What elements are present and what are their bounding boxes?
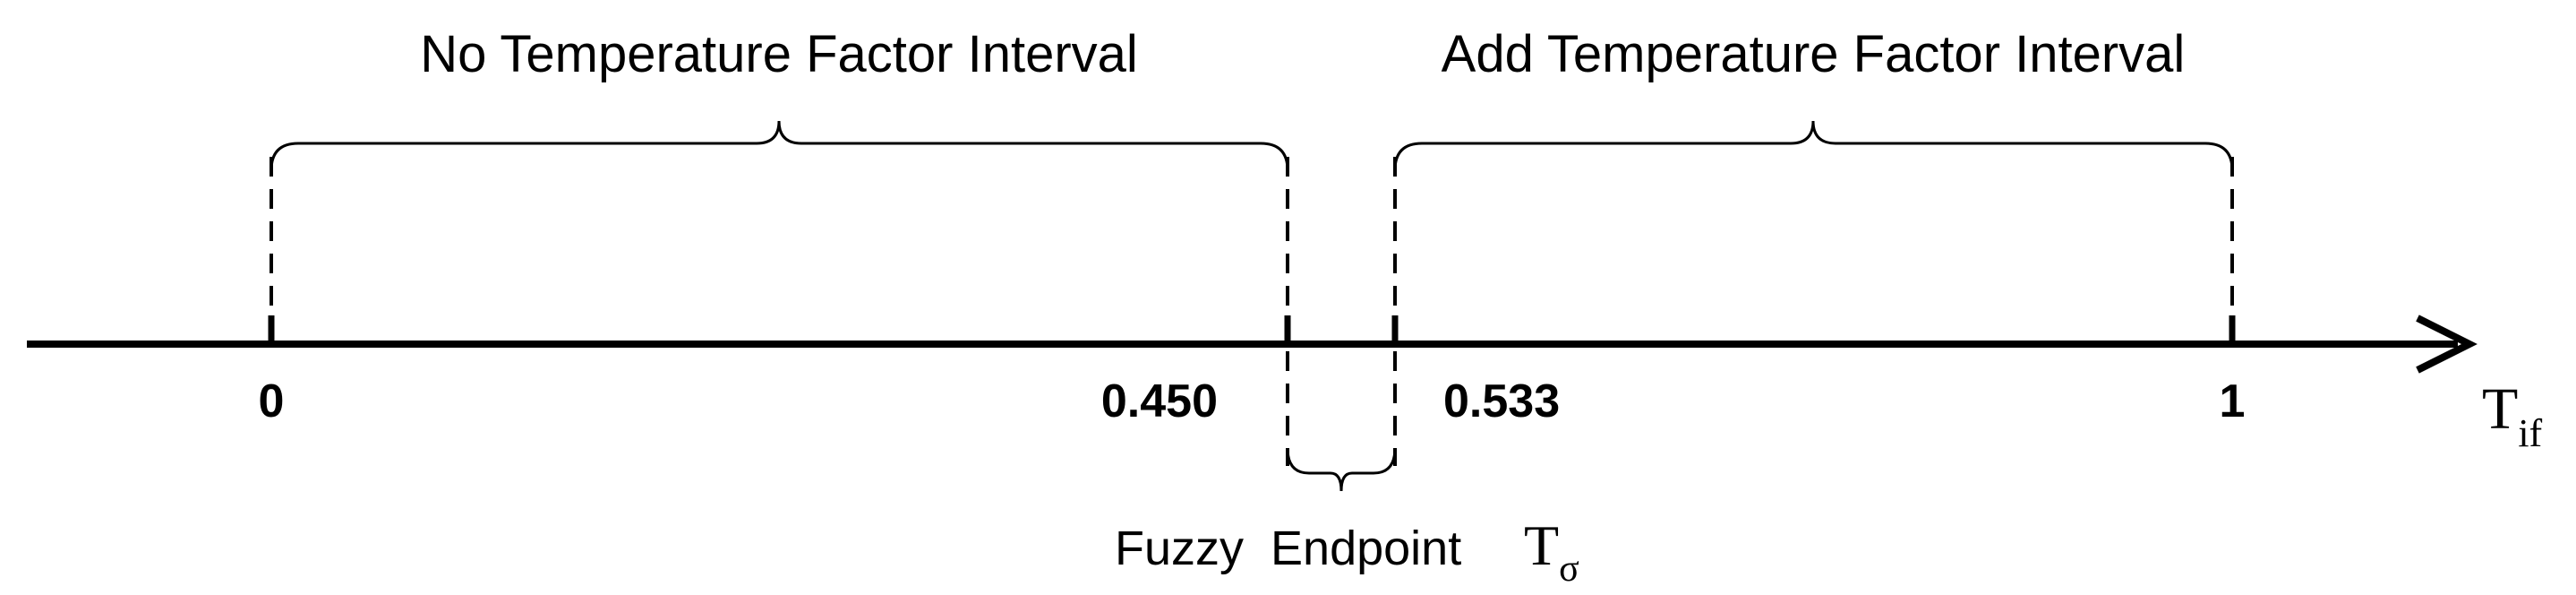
right-interval-label: Add Temperature Factor Interval (1442, 25, 2186, 83)
tick-label-one: 1 (2220, 375, 2246, 427)
fuzzy-endpoint-symbol: Tσ (1524, 513, 1579, 590)
tick-label-zero: 0 (259, 375, 285, 427)
fuzzy-endpoint-brace (1286, 447, 1397, 492)
fuzzy-endpoint-words: Fuzzy Endpoint (1115, 522, 1461, 575)
tick-label-upper: 0.533 (1443, 375, 1560, 427)
fuzzy-endpoint-symbol-main: T (1524, 513, 1559, 577)
axis-label-main: T (2482, 376, 2518, 442)
right-interval-brace (1393, 120, 2234, 171)
tick-label-lower: 0.450 (1101, 375, 1218, 427)
axis-label: Tif (2482, 376, 2543, 455)
axis-arrowhead (2416, 315, 2478, 374)
fuzzy-endpoint-symbol-sub: σ (1559, 548, 1579, 590)
left-interval-label: No Temperature Factor Interval (420, 25, 1138, 83)
axis-label-sub: if (2518, 411, 2542, 455)
left-interval-brace (270, 120, 1289, 171)
fuzzy-endpoint-label: Fuzzy Endpoint (1115, 522, 1461, 575)
